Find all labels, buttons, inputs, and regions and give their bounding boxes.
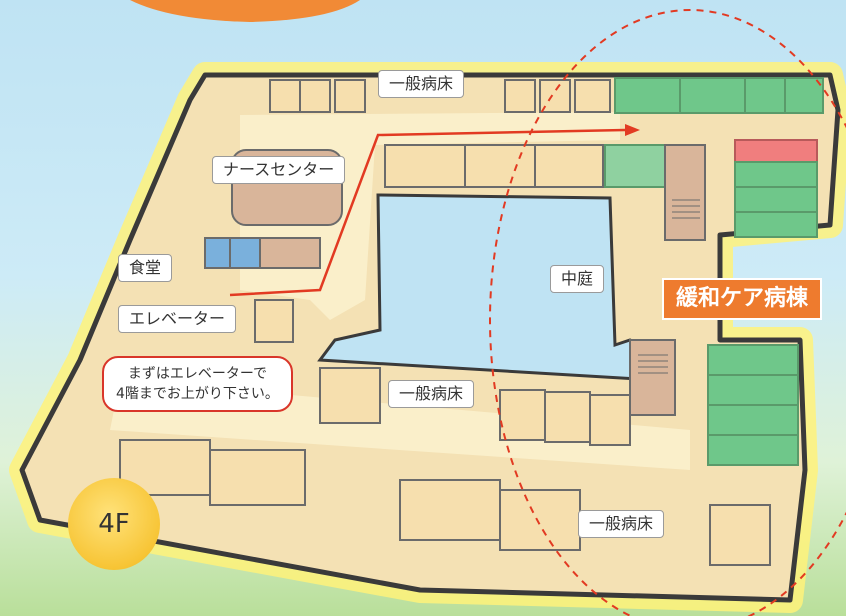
instruction-line-1: まずはエレベーターで bbox=[127, 366, 268, 382]
general-ward-middle-label: 一般病床 bbox=[388, 380, 475, 408]
courtyard-label: 中庭 bbox=[550, 265, 605, 293]
elevator-label: エレベーター bbox=[118, 305, 237, 333]
instruction-callout: まずはエレベーターで 4階までお上がり下さい。 bbox=[102, 356, 293, 412]
floor-badge: 4F bbox=[68, 478, 160, 570]
general-ward-bottom-label: 一般病床 bbox=[578, 510, 665, 538]
palliative-care-ward-label: 緩和ケア病棟 bbox=[662, 278, 823, 320]
general-ward-top-label: 一般病床 bbox=[378, 70, 465, 98]
dining-label: 食堂 bbox=[118, 254, 173, 282]
route-arrow-head bbox=[625, 124, 640, 136]
palliative-highlight-circle bbox=[489, 9, 846, 616]
route-line bbox=[229, 128, 626, 297]
nurse-center-label: ナースセンター bbox=[212, 156, 346, 184]
instruction-line-2: 4階までお上がり下さい。 bbox=[116, 386, 279, 402]
top-banner-shape bbox=[130, 0, 360, 22]
